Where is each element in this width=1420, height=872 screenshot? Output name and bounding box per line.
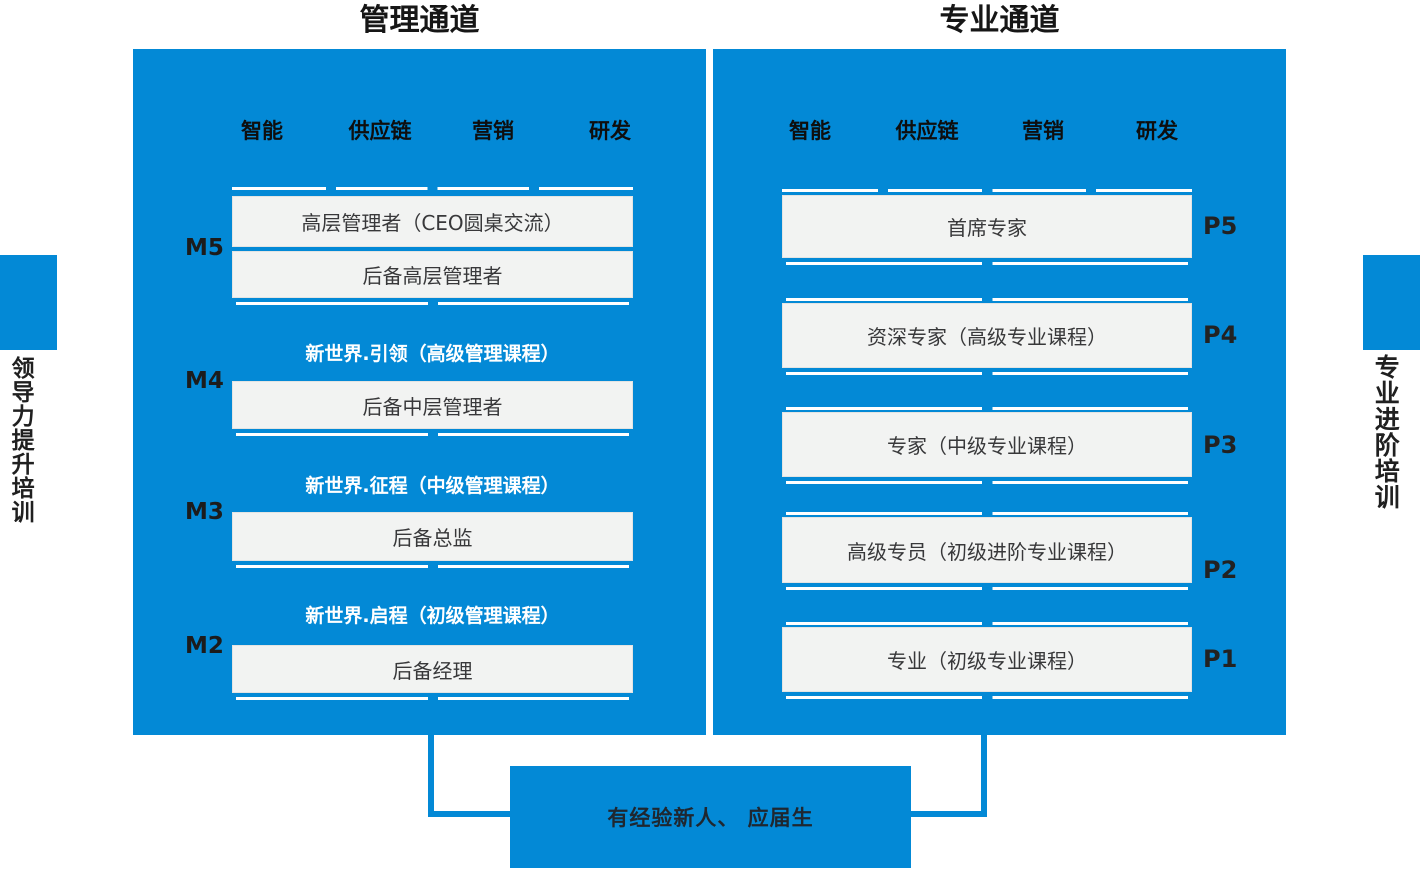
level-label-p1: P1	[1203, 645, 1238, 673]
level-label-m4: M4	[185, 368, 224, 394]
separator-dash	[786, 407, 1188, 410]
management-channel-title: 管理通道	[359, 3, 480, 38]
separator-dash	[236, 565, 629, 568]
column-header-intelligence: 智能	[241, 119, 283, 143]
level-label-p2: P2	[1203, 556, 1238, 584]
connector-right-vertical	[981, 735, 987, 817]
entry-source-box: 有经验新人、 应届生	[510, 766, 911, 868]
separator-dash	[786, 372, 1188, 375]
connector-right-horizontal	[905, 811, 987, 817]
separator-dash	[236, 302, 629, 305]
level-box-m5-reserve-senior-managers: 后备高层管理者	[232, 251, 633, 298]
separator-dash	[236, 697, 629, 700]
separator-dash	[786, 298, 1188, 301]
separator-dash	[786, 696, 1188, 699]
level-box-p3-expert: 专家（中级专业课程）	[782, 412, 1192, 477]
level-label-m3: M3	[185, 499, 224, 525]
management-channel-panel: 智能 供应链 营销 研发 高层管理者（CEO圆桌交流） 后备高层管理者 M5 新…	[133, 49, 706, 735]
professional-training-side-label: 专业进阶培训	[1371, 354, 1401, 510]
level-label-p4: P4	[1203, 321, 1238, 349]
professional-channel-title: 专业通道	[939, 3, 1060, 38]
level-box-m3-reserve-directors: 后备总监	[232, 512, 633, 561]
separator-dash	[786, 622, 1188, 625]
professional-channel-panel: 智能 供应链 营销 研发 首席专家 P5 资深专家（高级专业课程） P4 专家（…	[713, 49, 1286, 735]
level-box-p4-senior-expert: 资深专家（高级专业课程）	[782, 303, 1192, 368]
level-box-p5-chief-expert: 首席专家	[782, 195, 1192, 258]
separator-dash	[782, 189, 1192, 192]
separator-dash	[232, 187, 633, 190]
left-accent-square	[0, 255, 57, 350]
level-label-p3: P3	[1203, 431, 1238, 459]
separator-dash	[786, 262, 1188, 265]
level-box-p2-senior-specialist: 高级专员（初级进阶专业课程）	[782, 517, 1192, 583]
separator-dash	[786, 587, 1188, 590]
level-box-m5-senior-managers: 高层管理者（CEO圆桌交流）	[232, 196, 633, 247]
separator-dash	[786, 512, 1188, 515]
column-header-rnd: 研发	[589, 119, 631, 143]
course-title-m2: 新世界.启程（初级管理课程）	[305, 605, 560, 627]
column-header-marketing: 营销	[472, 119, 514, 143]
course-title-m3: 新世界.征程（中级管理课程）	[305, 475, 560, 497]
separator-dash	[236, 433, 629, 436]
column-header-marketing: 营销	[1022, 119, 1064, 143]
connector-left-vertical	[428, 735, 434, 817]
column-header-rnd: 研发	[1136, 119, 1178, 143]
level-box-m2-reserve-managers: 后备经理	[232, 645, 633, 693]
connector-left-horizontal	[428, 811, 514, 817]
level-label-m5: M5	[185, 235, 224, 261]
level-box-p1-professional: 专业（初级专业课程）	[782, 627, 1192, 692]
course-title-m4: 新世界.引领（高级管理课程）	[305, 343, 560, 365]
level-box-m4-reserve-middle-managers: 后备中层管理者	[232, 381, 633, 429]
leadership-training-side-label: 领导力提升培训	[7, 356, 34, 524]
level-label-p5: P5	[1203, 212, 1238, 240]
column-header-supply-chain: 供应链	[895, 119, 959, 143]
column-header-supply-chain: 供应链	[348, 119, 412, 143]
column-header-intelligence: 智能	[789, 119, 831, 143]
separator-dash	[786, 481, 1188, 484]
right-accent-square	[1363, 255, 1420, 350]
level-label-m2: M2	[185, 633, 224, 659]
